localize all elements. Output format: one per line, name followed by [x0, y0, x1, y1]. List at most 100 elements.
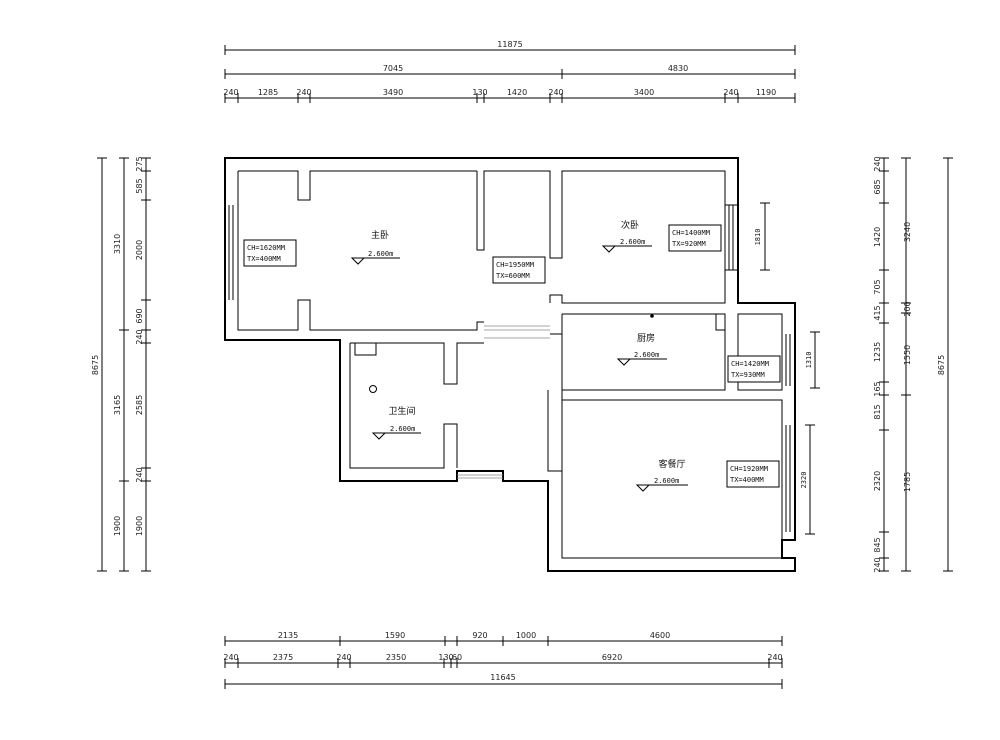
dim-rm-1: 200	[903, 301, 912, 316]
room-second: 次卧 2.600m	[601, 219, 652, 253]
win5-tx: TX=400MM	[730, 476, 764, 484]
dim-ri-4: 415	[873, 305, 882, 320]
dim-b2-3: 2350	[386, 653, 406, 662]
win4-tx: TX=930MM	[731, 371, 765, 379]
level-marker-icon	[371, 432, 387, 440]
win-mark-1: 1310	[805, 352, 813, 369]
dim-lm-1: 3165	[113, 395, 122, 415]
dim-b2-7: 240	[767, 653, 782, 662]
room-bath-height: 2.600m	[390, 425, 415, 433]
dim-rm-2: 1550	[903, 345, 912, 365]
dim-li-2: 2000	[135, 240, 144, 260]
room-master-name: 主卧	[371, 229, 389, 241]
dim-li-4: 240	[135, 329, 144, 344]
dim-ri-0: 240	[873, 156, 882, 171]
room-bath: 卫生间 2.600m	[371, 405, 421, 440]
inner-walls	[237, 170, 783, 559]
dim-t6: 240	[548, 88, 563, 97]
dim-rm-3: 1785	[903, 472, 912, 492]
outer-walls	[224, 157, 796, 572]
dim-t1: 1285	[258, 88, 278, 97]
kitchen-point-icon	[650, 314, 654, 318]
right-dimension-lines	[879, 157, 953, 572]
dim-top-total: 11875	[497, 40, 522, 49]
room-master-height: 2.600m	[368, 250, 393, 258]
window-frames	[228, 205, 791, 532]
bottom-dimension-lines	[224, 636, 783, 689]
win3-ch: CH=1400MM	[672, 229, 710, 237]
dim-t5: 1420	[507, 88, 527, 97]
dim-lm-2: 1900	[113, 516, 122, 536]
dim-top-row: 240 1285 240 3490 130 1420 240 3400 240 …	[223, 88, 776, 97]
dim-rm-0: 3240	[903, 222, 912, 242]
level-marker-icon	[635, 484, 651, 492]
dim-ri-6: 165	[873, 381, 882, 396]
dim-b2-4: 130	[438, 653, 453, 662]
win1-ch: CH=1620MM	[247, 244, 285, 252]
dim-li-6: 240	[135, 467, 144, 482]
window-spec-1: CH=1620MM TX=400MM	[243, 239, 297, 267]
room-second-name: 次卧	[621, 219, 639, 231]
dim-ri-9: 845	[873, 537, 882, 552]
dim-li-1: 585	[135, 178, 144, 193]
dim-ri-7: 815	[873, 404, 882, 419]
dim-bottom-total: 11645	[490, 673, 515, 682]
dim-t3: 3490	[383, 88, 403, 97]
dim-top-right: 4830	[668, 64, 688, 73]
level-marker-icon	[616, 358, 632, 366]
dim-li-7: 1900	[135, 516, 144, 536]
dim-bottom-row1: 2135 1590 920 1000 4600	[278, 631, 670, 640]
window-spec-2: CH=1950MM TX=600MM	[492, 256, 546, 284]
dim-t4: 130	[472, 88, 487, 97]
level-marker-icon	[601, 245, 617, 253]
door-openings	[457, 325, 550, 479]
dim-t8: 240	[723, 88, 738, 97]
dim-t0: 240	[223, 88, 238, 97]
room-kitchen-height: 2.600m	[634, 351, 659, 359]
dim-t7: 3400	[634, 88, 654, 97]
room-master: 主卧 2.600m	[350, 229, 400, 265]
dim-bottom-row2: 240 2375 240 2350 130 60 6920 240	[223, 653, 782, 662]
dim-b1-2: 920	[472, 631, 487, 640]
room-second-height: 2.600m	[620, 238, 645, 246]
window-spec-3: CH=1400MM TX=920MM	[668, 224, 722, 252]
dim-left-inner: 275 585 2000 690 240 2585 240 1900	[135, 156, 144, 536]
win1-tx: TX=400MM	[247, 255, 281, 263]
window-spec-5: CH=1920MM TX=400MM	[726, 460, 780, 488]
win2-tx: TX=600MM	[496, 272, 530, 280]
dim-b1-1: 1590	[385, 631, 405, 640]
dim-b2-2: 240	[336, 653, 351, 662]
dim-b1-4: 4600	[650, 631, 670, 640]
floor-drain-icon	[369, 385, 377, 393]
dim-ri-2: 1420	[873, 227, 882, 247]
dim-b2-1: 2375	[273, 653, 293, 662]
room-living-height: 2.600m	[654, 477, 679, 485]
dim-b2-5: 60	[452, 653, 462, 662]
room-kitchen: 厨房 2.600m	[616, 332, 667, 366]
room-living: 客餐厅 2.600m	[635, 458, 688, 492]
room-bath-name: 卫生间	[388, 405, 415, 417]
win4-ch: CH=1420MM	[731, 360, 769, 368]
win2-ch: CH=1950MM	[496, 261, 534, 269]
room-living-name: 客餐厅	[658, 458, 685, 470]
dim-right-mid: 3240 200 1550 1785	[903, 222, 912, 492]
dim-b1-3: 1000	[516, 631, 536, 640]
dim-t2: 240	[296, 88, 311, 97]
dim-ri-8: 2320	[873, 471, 882, 491]
dim-li-3: 690	[135, 308, 144, 323]
win5-ch: CH=1920MM	[730, 465, 768, 473]
window-width-markers	[760, 202, 820, 535]
dim-ri-1: 685	[873, 179, 882, 194]
dim-right-outer: 8675	[937, 355, 946, 375]
dim-t9: 1190	[756, 88, 776, 97]
window-spec-4: CH=1420MM TX=930MM	[727, 355, 781, 383]
dim-lm-0: 3310	[113, 234, 122, 254]
dim-ri-10: 240	[873, 557, 882, 572]
level-marker-icon	[350, 257, 366, 265]
dim-b2-0: 240	[223, 653, 238, 662]
dim-b2-6: 6920	[602, 653, 622, 662]
room-kitchen-name: 厨房	[637, 332, 655, 344]
win-mark-2: 2320	[800, 472, 808, 489]
win-mark-0: 1810	[754, 229, 762, 246]
